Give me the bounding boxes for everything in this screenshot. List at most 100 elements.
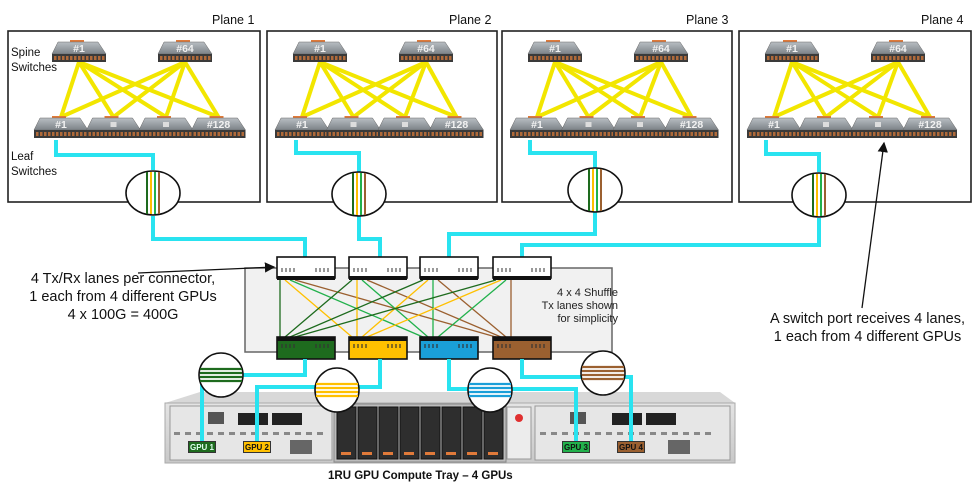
switch-number: #128 xyxy=(680,119,704,131)
leaf-switch-1: #1 xyxy=(274,116,330,138)
connector-pins xyxy=(493,276,551,280)
downlinks-layer xyxy=(198,350,633,441)
switch-port xyxy=(124,132,127,136)
switch-led xyxy=(52,116,66,119)
switch-port xyxy=(309,132,312,136)
leaf-switch-1: #1 xyxy=(33,116,89,138)
switch-port xyxy=(428,132,431,136)
switch-port xyxy=(336,132,339,136)
gpu-4-port: GPU 4 xyxy=(617,441,645,453)
switch-port xyxy=(431,132,434,136)
switch-port xyxy=(100,132,103,136)
switch-port xyxy=(307,56,310,60)
uplink-leaf-3 xyxy=(528,140,597,168)
shuffle-lanes xyxy=(279,279,512,338)
leaf-switch-2 xyxy=(561,116,616,138)
switch-port xyxy=(60,132,63,136)
switch-port xyxy=(315,56,318,60)
switch-port xyxy=(303,56,306,60)
switch-port xyxy=(753,132,756,136)
switch-led xyxy=(528,116,542,119)
switch-port xyxy=(80,132,83,136)
switch-port xyxy=(388,132,391,136)
switch-port xyxy=(797,132,800,136)
switch-port xyxy=(451,132,454,136)
switch-port xyxy=(655,132,658,136)
switch-port xyxy=(570,56,573,60)
switch-port xyxy=(837,132,840,136)
switch-port xyxy=(795,56,798,60)
switch-port xyxy=(869,132,872,136)
connector-mark xyxy=(509,344,511,348)
switch-port xyxy=(881,132,884,136)
switch-number: #128 xyxy=(207,119,231,131)
spine-switch-64: #64 xyxy=(157,40,213,62)
switch-badge xyxy=(163,122,169,127)
spine-switch-1: #1 xyxy=(764,40,820,62)
connector-mark xyxy=(501,268,503,272)
switch-led xyxy=(344,116,359,119)
drive-slot xyxy=(483,406,504,460)
switch-port xyxy=(441,56,444,60)
connector-mark xyxy=(543,344,545,348)
switch-port xyxy=(540,132,543,136)
fabric-link xyxy=(553,60,591,119)
switch-led xyxy=(157,116,171,119)
vent xyxy=(174,432,180,435)
connector-mark xyxy=(458,268,460,272)
switch-port xyxy=(295,56,298,60)
switch-port xyxy=(893,132,896,136)
connector-mark xyxy=(509,268,511,272)
switch-port xyxy=(299,56,302,60)
switch-port xyxy=(611,132,614,136)
callouts-layer xyxy=(137,141,888,309)
vent xyxy=(295,432,301,435)
fabric-link xyxy=(60,60,186,119)
plane-3-title: Plane 3 xyxy=(686,13,729,27)
top-connector-3 xyxy=(419,256,479,280)
fabric-link xyxy=(790,60,828,119)
connector-body xyxy=(419,256,479,279)
switch-port xyxy=(714,132,717,136)
switch-port xyxy=(54,56,57,60)
connector-mark xyxy=(365,344,367,348)
switch-port xyxy=(656,56,659,60)
switch-port xyxy=(550,56,553,60)
plane-4-title: Plane 4 xyxy=(921,13,964,27)
switch-port xyxy=(619,132,622,136)
connector-mark xyxy=(353,344,355,348)
switch-port xyxy=(82,56,85,60)
switch-port xyxy=(70,56,73,60)
switch-port xyxy=(845,132,848,136)
switch-port xyxy=(921,56,924,60)
switch-port xyxy=(817,132,820,136)
switch-port xyxy=(176,56,179,60)
connector-mark xyxy=(289,344,291,348)
qsfp-port xyxy=(612,413,642,425)
switch-port xyxy=(173,132,176,136)
switch-led xyxy=(765,116,779,119)
switch-port xyxy=(331,56,334,60)
cable-circle xyxy=(791,172,847,218)
switch-port xyxy=(668,56,671,60)
switch-port xyxy=(313,132,316,136)
switch-port xyxy=(905,132,908,136)
connector-note-line-3: 4 x 100G = 400G xyxy=(67,307,179,323)
switch-port xyxy=(289,132,292,136)
cable-circle xyxy=(467,367,513,413)
switch-port xyxy=(376,132,379,136)
switch-port xyxy=(546,56,549,60)
uplink-leaf-4 xyxy=(764,140,821,172)
switch-port xyxy=(873,132,876,136)
switch-port xyxy=(328,132,331,136)
cable-circle xyxy=(331,171,387,217)
tray-caption: 1RU GPU Compute Tray – 4 GPUs xyxy=(328,470,513,482)
drive-led xyxy=(341,452,351,455)
connector-mark xyxy=(497,268,499,272)
switch-port xyxy=(360,132,363,136)
switch-port xyxy=(372,132,375,136)
switch-port xyxy=(136,132,139,136)
switch-port xyxy=(443,132,446,136)
bottom-connector-1 xyxy=(276,336,336,360)
